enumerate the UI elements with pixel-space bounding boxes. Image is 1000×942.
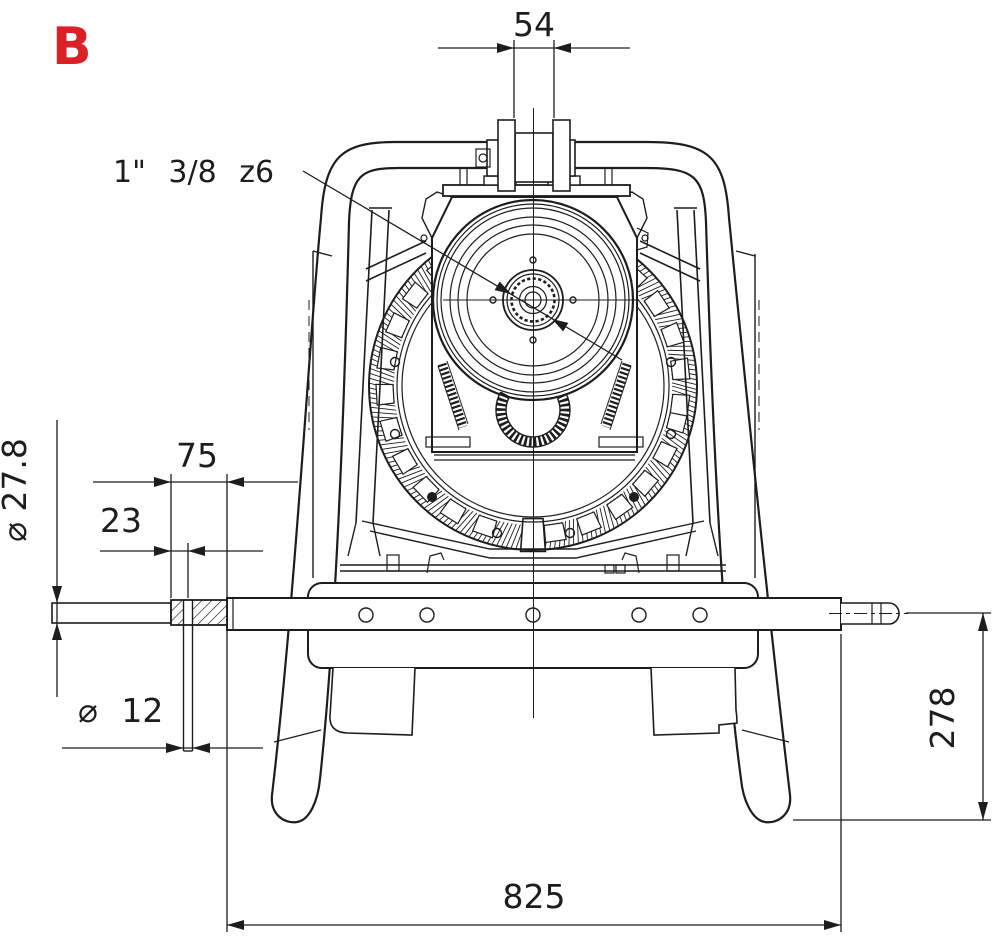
dimension-825: 825 [227, 634, 842, 932]
pto-input-assembly [442, 119, 631, 197]
ring-holes [389, 356, 677, 539]
side-plates [308, 250, 760, 578]
dim-54-value: 54 [513, 5, 555, 44]
dim-75-value: 75 [176, 436, 218, 475]
weld-seam-left [273, 729, 322, 743]
dim-825-value: 825 [503, 877, 566, 916]
dim-278-value: 278 [923, 687, 962, 750]
lower-brackets [329, 667, 738, 736]
spline-callout: 1" 3/8 z6 [113, 155, 623, 361]
housing-side-strips [425, 360, 644, 448]
weld-seam-right [741, 729, 790, 743]
shaft-collar-right [552, 119, 571, 192]
lower-bearing-clamp [495, 391, 571, 448]
outer-frame [270, 140, 792, 824]
right-stub-shaft [829, 602, 908, 625]
spline-callout-text: 1" 3/8 z6 [113, 155, 274, 190]
dim-23-value: 23 [100, 501, 142, 540]
view-label: B [52, 17, 92, 77]
dimension-54: 54 [438, 5, 630, 118]
dimension-shaft-diameter: ⌀ 27.8 [0, 420, 62, 697]
latch-detail [475, 148, 491, 168]
lock-pin [182, 600, 194, 752]
dimension-278: 278 [793, 612, 991, 821]
shaft-collar-left [497, 119, 516, 192]
dimension-23: 23 [100, 501, 263, 598]
dim-pin-dia-value: ⌀ 12 [78, 691, 163, 730]
corner-hook-left [421, 191, 453, 239]
dim-shaft-dia-value: ⌀ 27.8 [0, 438, 34, 542]
dimension-75: 75 [93, 436, 298, 932]
inner-struts [347, 207, 719, 557]
dimension-pin-diameter: ⌀ 12 [62, 691, 263, 753]
left-stub-shaft [51, 599, 228, 752]
centerlines [443, 108, 637, 718]
